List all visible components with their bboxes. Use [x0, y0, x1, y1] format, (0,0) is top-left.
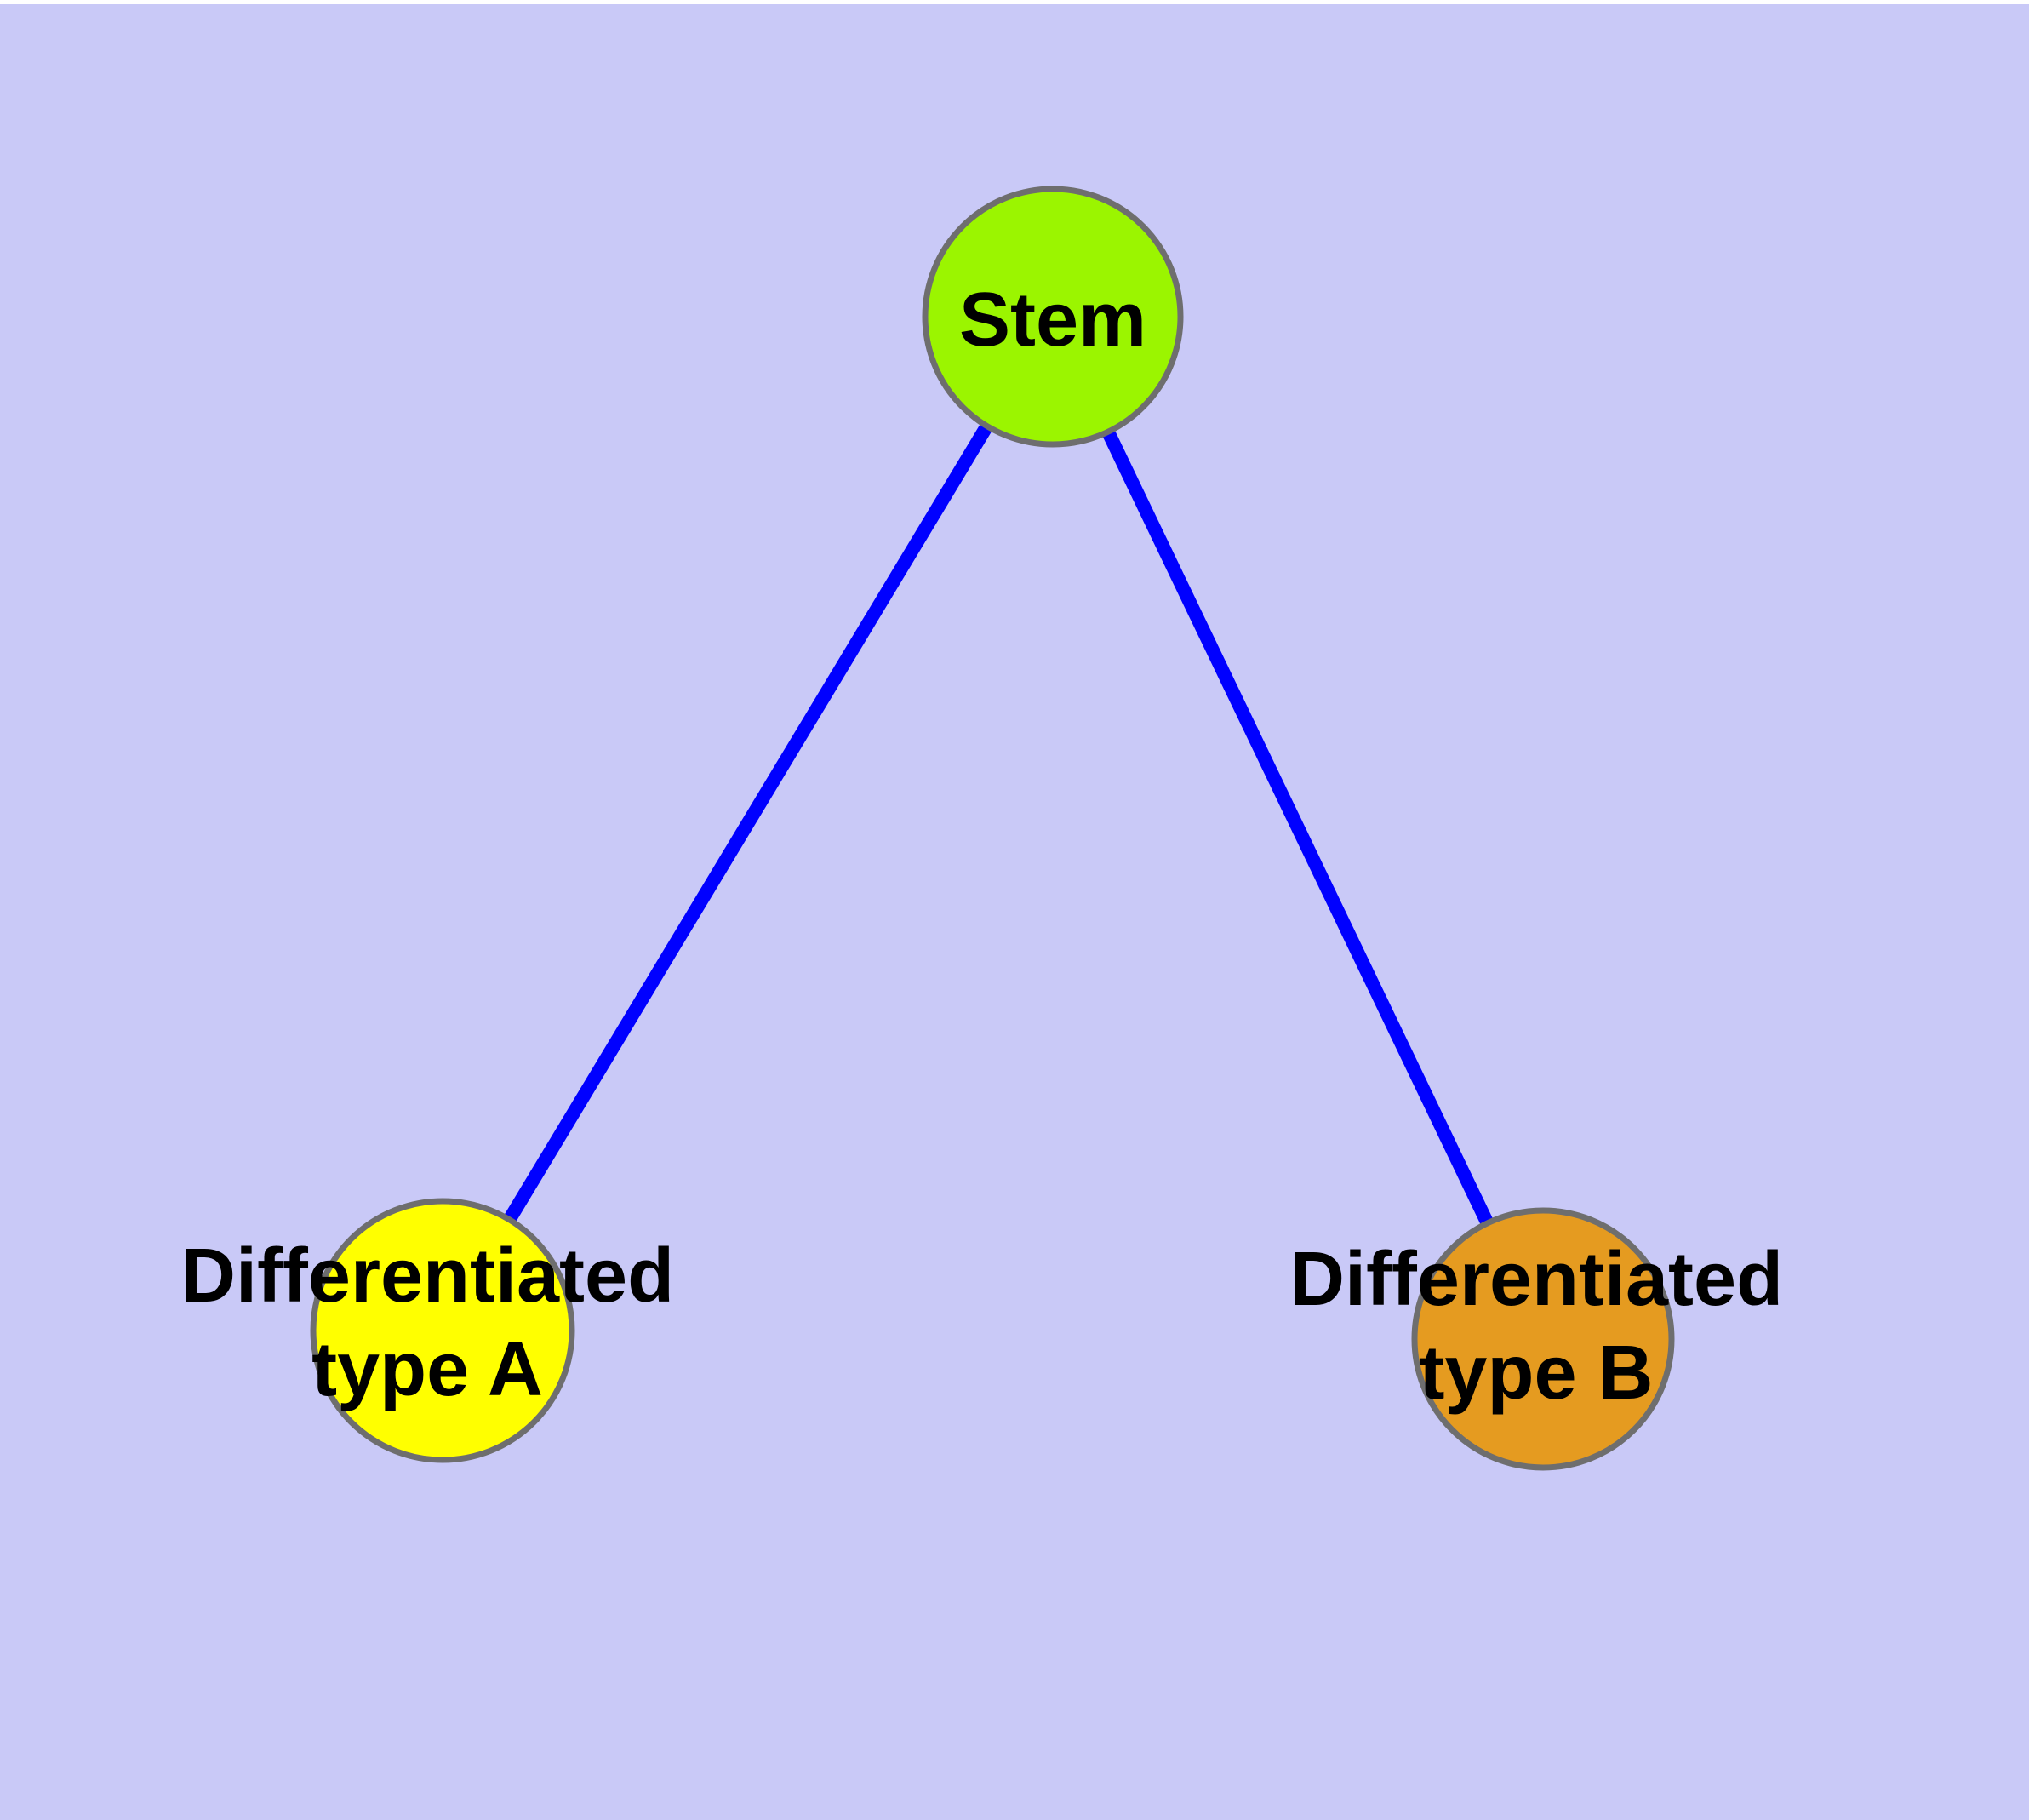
node-type-a-circle	[310, 1198, 575, 1463]
edge-stem-to-type-a	[437, 312, 1059, 1335]
node-stem-circle	[922, 186, 1184, 448]
node-type-b-circle	[1411, 1207, 1675, 1471]
edge-stem-to-type-b	[1046, 313, 1550, 1342]
